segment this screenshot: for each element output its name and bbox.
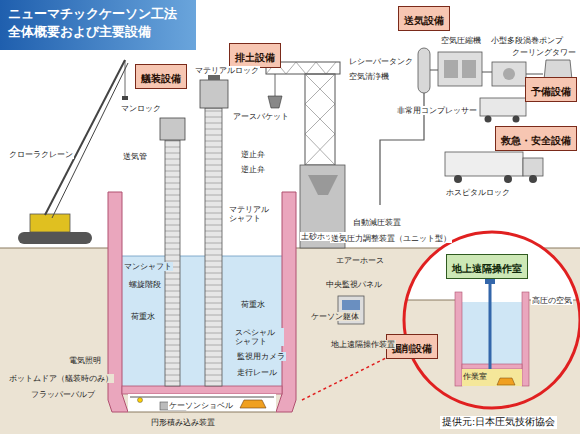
part-label: フラッパーバルブ (30, 390, 96, 399)
category-text: 排土設備 (235, 52, 275, 63)
category-box: 送気設備 (398, 6, 450, 31)
part-label: 螺旋階段 (128, 280, 162, 289)
category-box: 予備設備 (525, 77, 577, 102)
part-label: 荷重水 (240, 300, 266, 309)
part-label: ケーソンショベル (168, 401, 234, 410)
part-label: 逆止弁 (240, 165, 266, 174)
category-box: 地上遠隔操作室 (446, 254, 528, 279)
part-label: 送気管 (122, 152, 148, 161)
part-label: ケーソン躯体 (310, 312, 360, 321)
part-label: 作業室 (462, 372, 488, 381)
part-label: 高圧の空気 (531, 296, 573, 305)
part-label: クーリングタワー (511, 48, 577, 57)
category-text: 掘削設備 (392, 343, 432, 354)
part-label: 空気清浄機 (348, 72, 390, 81)
category-text: 救急・安全設備 (501, 135, 571, 146)
category-text: 艤装設備 (141, 73, 181, 84)
part-label: 電気照明 (68, 356, 102, 365)
category-box: 救急・安全設備 (495, 126, 577, 151)
part-label: 自動減圧装置 (352, 218, 402, 227)
part-label: マテリアルロック (194, 66, 260, 75)
category-box: 艤装設備 (135, 64, 187, 89)
part-label: マンシャフト (123, 262, 173, 271)
part-label: エアーホース (335, 256, 385, 265)
part-label: 小型多段渦巻ポンプ (490, 36, 564, 45)
part-label: 逆止弁 (240, 150, 266, 159)
part-label: スペシャル シャフト (234, 328, 284, 346)
category-text: 予備設備 (531, 86, 571, 97)
part-label: 走行レール (236, 368, 278, 377)
title-text: ニューマチックケーソン工法 全体概要および主要設備 (8, 5, 188, 40)
part-label: 中央監視パネル (325, 280, 383, 289)
part-label: 地上遠隔操作装置 (330, 340, 396, 349)
part-label: 送気圧力調整装置（ユニット型） (330, 234, 452, 243)
part-label: 円形積み込み装置 (150, 418, 216, 427)
part-label: マテリアル シャフト (228, 205, 278, 223)
category-box: 排土設備 (229, 43, 281, 68)
part-label: ボットムドア（艤装時のみ） (8, 374, 114, 383)
source-caption: 提供元:日本圧気技術協会 (440, 416, 557, 429)
part-label: 荷重水 (130, 312, 156, 321)
part-label: 監視用カメラ (236, 352, 286, 361)
part-label: レシーバータンク (348, 57, 414, 66)
part-label: 空気圧縮機 (440, 36, 482, 45)
part-label: アースバケット (232, 112, 290, 121)
part-label: 非常用コンプレッサー (396, 106, 478, 115)
part-label: マンロック (120, 104, 162, 113)
category-text: 送気設備 (404, 15, 444, 26)
category-text: 地上遠隔操作室 (452, 263, 522, 274)
part-label: ホスピタルロック (445, 188, 511, 197)
title-banner: ニューマチックケーソン工法 全体概要および主要設備 (0, 0, 196, 50)
part-label: クローラクレーン (8, 150, 74, 159)
